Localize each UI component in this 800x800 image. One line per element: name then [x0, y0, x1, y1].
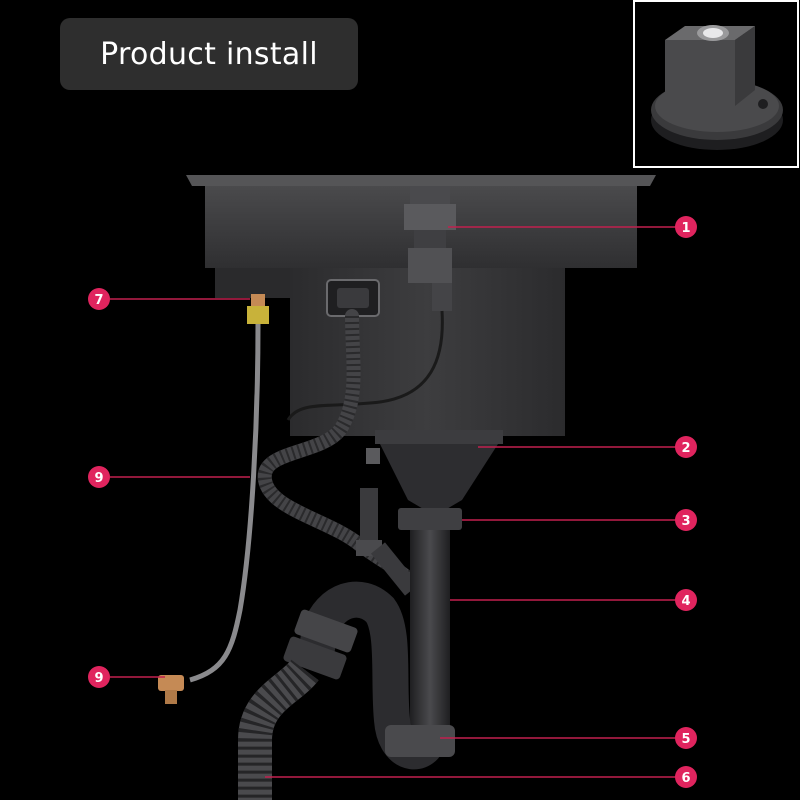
water-supply-line — [158, 294, 269, 704]
inset-product-photo — [633, 0, 799, 168]
callout-9-upper-label: 9 — [94, 471, 103, 486]
page-title: Product install — [100, 36, 318, 72]
callout-5-label: 5 — [681, 732, 690, 747]
callout-1: 1 — [675, 216, 697, 238]
callout-6-label: 6 — [681, 771, 690, 786]
callout-7-label: 7 — [94, 293, 103, 308]
callout-3: 3 — [675, 509, 697, 531]
branch-inlet — [356, 488, 419, 596]
callout-5: 5 — [675, 727, 697, 749]
callout-9-lower: 9 — [88, 666, 110, 688]
callout-1-label: 1 — [681, 221, 690, 236]
callout-2: 2 — [675, 436, 697, 458]
callout-9-lower-label: 9 — [94, 671, 103, 686]
leader-lines — [110, 226, 676, 778]
air-switch-assembly — [286, 186, 456, 421]
drain-strainer — [366, 430, 503, 530]
overflow-outlet — [326, 279, 380, 317]
callout-4: 4 — [675, 589, 697, 611]
title-banner: Product install — [60, 18, 358, 90]
callout-7: 7 — [88, 288, 110, 310]
bottom-nut — [385, 725, 455, 757]
callout-9-upper: 9 — [88, 466, 110, 488]
callout-3-label: 3 — [681, 514, 690, 529]
callout-6: 6 — [675, 766, 697, 788]
callout-4-label: 4 — [681, 594, 690, 609]
drain-pipe — [410, 530, 450, 730]
callout-2-label: 2 — [681, 441, 690, 456]
air-switch-button-icon — [651, 25, 783, 150]
